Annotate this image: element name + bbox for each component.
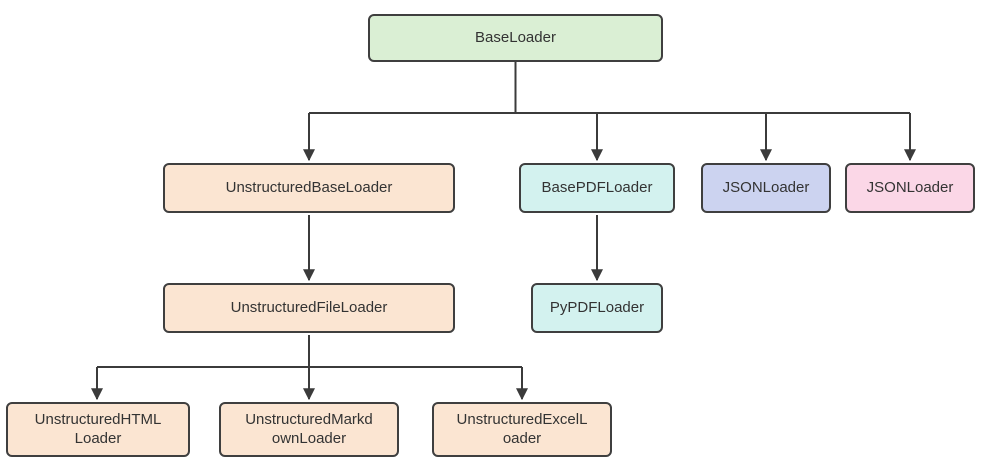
node-py-pdf-loader: PyPDFLoader bbox=[531, 283, 663, 333]
node-unstructured-excel-loader: UnstructuredExcelL oader bbox=[432, 402, 612, 457]
node-unstructured-excel-loader-label-line2: oader bbox=[502, 429, 542, 447]
node-unstructured-html-loader-label-line1: UnstructuredHTML bbox=[34, 410, 162, 428]
node-unstructured-base-loader-label: UnstructuredBaseLoader bbox=[225, 178, 393, 196]
node-json-loader-pink: JSONLoader bbox=[845, 163, 975, 213]
node-unstructured-markdown-loader-label-line2: ownLoader bbox=[271, 429, 347, 447]
node-unstructured-file-loader-label: UnstructuredFileLoader bbox=[230, 298, 388, 316]
node-base-loader: BaseLoader bbox=[368, 14, 663, 62]
node-base-pdf-loader: BasePDFLoader bbox=[519, 163, 675, 213]
node-base-pdf-loader-label: BasePDFLoader bbox=[541, 178, 653, 196]
node-unstructured-markdown-loader-label-line1: UnstructuredMarkd bbox=[245, 410, 373, 428]
node-unstructured-markdown-loader: UnstructuredMarkd ownLoader bbox=[219, 402, 399, 457]
node-unstructured-excel-loader-label-line1: UnstructuredExcelL bbox=[456, 410, 588, 428]
node-json-loader-blue: JSONLoader bbox=[701, 163, 831, 213]
node-json-loader-pink-label: JSONLoader bbox=[866, 178, 954, 196]
node-unstructured-html-loader: UnstructuredHTML Loader bbox=[6, 402, 190, 457]
node-unstructured-html-loader-label-line2: Loader bbox=[74, 429, 122, 447]
node-base-loader-label: BaseLoader bbox=[475, 28, 556, 46]
node-json-loader-blue-label: JSONLoader bbox=[722, 178, 810, 196]
node-py-pdf-loader-label: PyPDFLoader bbox=[549, 298, 645, 316]
node-unstructured-base-loader: UnstructuredBaseLoader bbox=[163, 163, 455, 213]
node-unstructured-file-loader: UnstructuredFileLoader bbox=[163, 283, 455, 333]
